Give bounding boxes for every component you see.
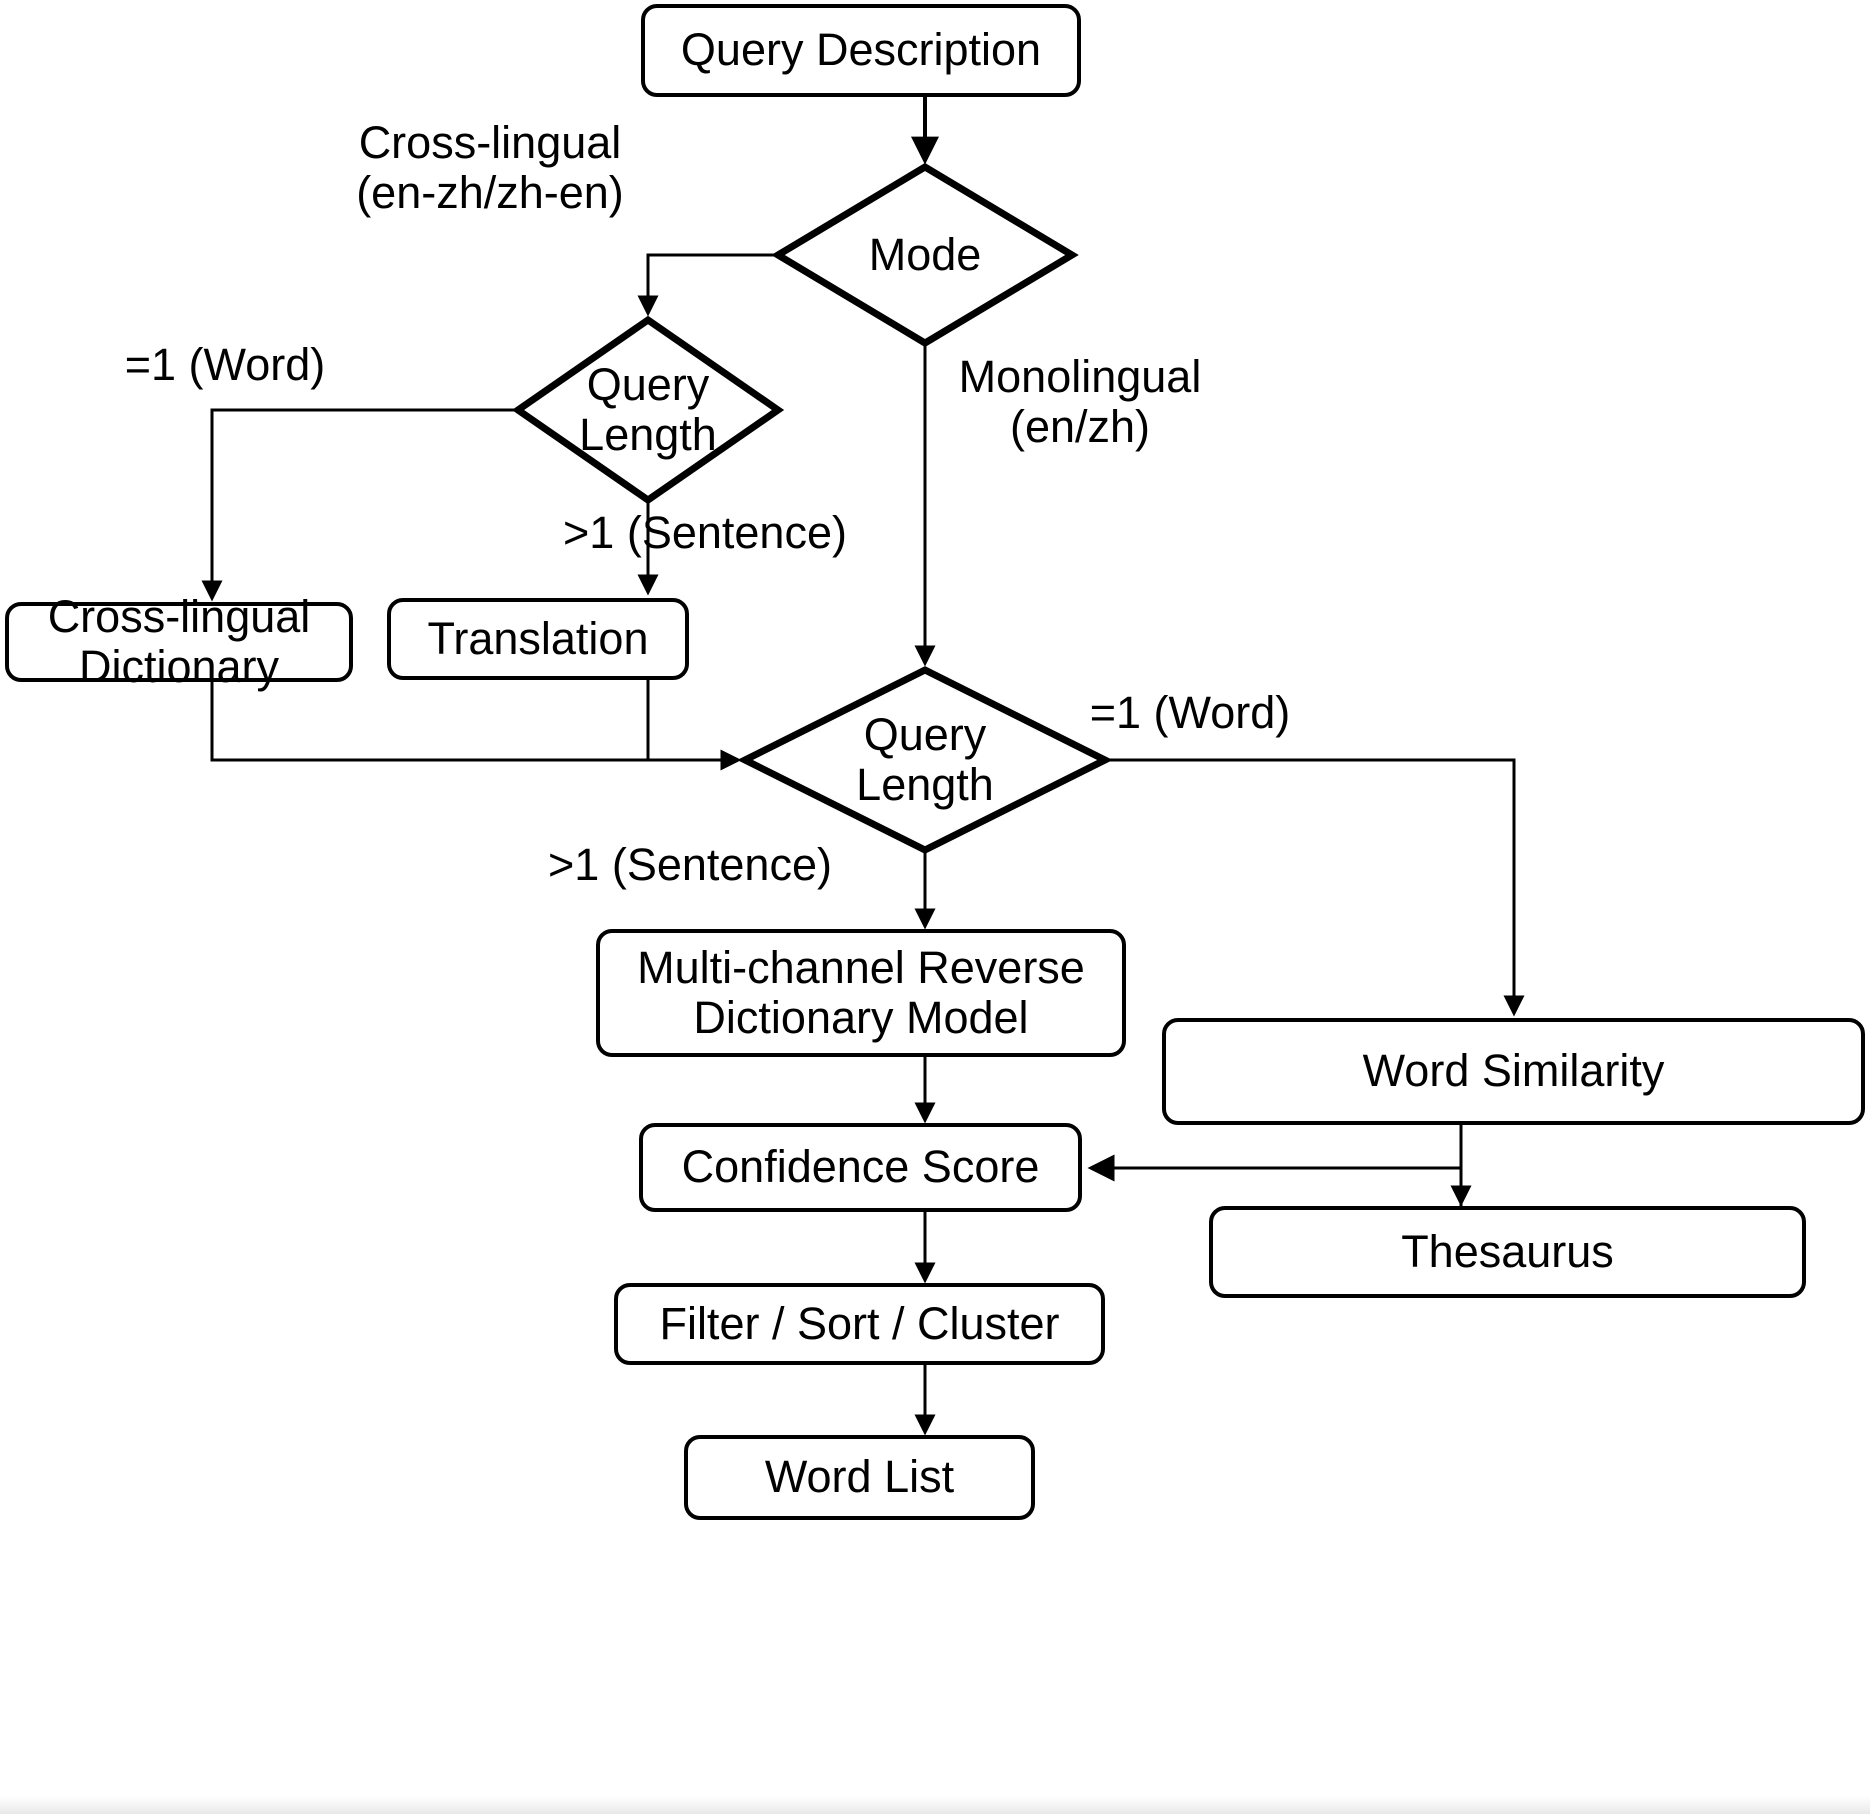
node-thesaurus[interactable]: Thesaurus — [1209, 1206, 1806, 1298]
query-length-mono-diamond-shape — [737, 666, 1113, 854]
edge-query-length-mono-to-word-similarity — [1105, 758, 1525, 1017]
edge-label-cross-word-branch: =1 (Word) — [124, 339, 326, 390]
node-translation-label: Translation — [427, 612, 649, 664]
node-cross-lingual-dictionary[interactable]: Cross-lingual Dictionary — [5, 591, 353, 692]
node-word-list-label: Word List — [764, 1451, 955, 1503]
node-cross-lingual-dictionary-label: Cross-lingual Dictionary — [47, 590, 311, 692]
edge-label-mono-sentence-branch: >1 (Sentence) — [548, 839, 832, 890]
node-confidence-score[interactable]: Confidence Score — [639, 1123, 1082, 1212]
bottom-gradient-strip — [0, 1796, 1870, 1814]
node-thesaurus-label: Thesaurus — [1401, 1225, 1614, 1277]
node-filter-sort-cluster-label: Filter / Sort / Cluster — [659, 1297, 1060, 1349]
node-multi-channel-model[interactable]: Multi-channel Reverse Dictionary Model — [596, 929, 1126, 1057]
node-filter-sort-cluster[interactable]: Filter / Sort / Cluster — [614, 1283, 1105, 1365]
edge-mode-to-query-length-cross — [637, 253, 778, 317]
node-confidence-score-label: Confidence Score — [681, 1141, 1040, 1193]
edge-label-cross-sentence-branch: >1 (Sentence) — [563, 507, 847, 558]
node-translation[interactable]: Translation — [387, 598, 689, 680]
node-word-similarity-label: Word Similarity — [1362, 1045, 1665, 1097]
node-word-similarity[interactable]: Word Similarity — [1162, 1018, 1865, 1125]
edge-label-mono-word-branch: =1 (Word) — [1089, 687, 1291, 738]
edge-dictionary-to-query-length-mono — [210, 679, 742, 771]
node-query-description[interactable]: Query Description — [641, 4, 1081, 97]
edge-label-monolingual-branch: Monolingual (en/zh) — [958, 351, 1202, 453]
node-multi-channel-model-label: Multi-channel Reverse Dictionary Model — [637, 941, 1085, 1043]
query-length-cross-diamond-shape — [511, 315, 785, 505]
edge-query-length-cross-to-dictionary — [201, 408, 518, 602]
node-word-list[interactable]: Word List — [684, 1435, 1035, 1520]
edge-label-cross-lingual-branch: Cross-lingual (en-zh/zh-en) — [356, 117, 624, 219]
node-query-description-label: Query Description — [680, 24, 1042, 76]
mode-diamond-shape — [771, 162, 1079, 348]
